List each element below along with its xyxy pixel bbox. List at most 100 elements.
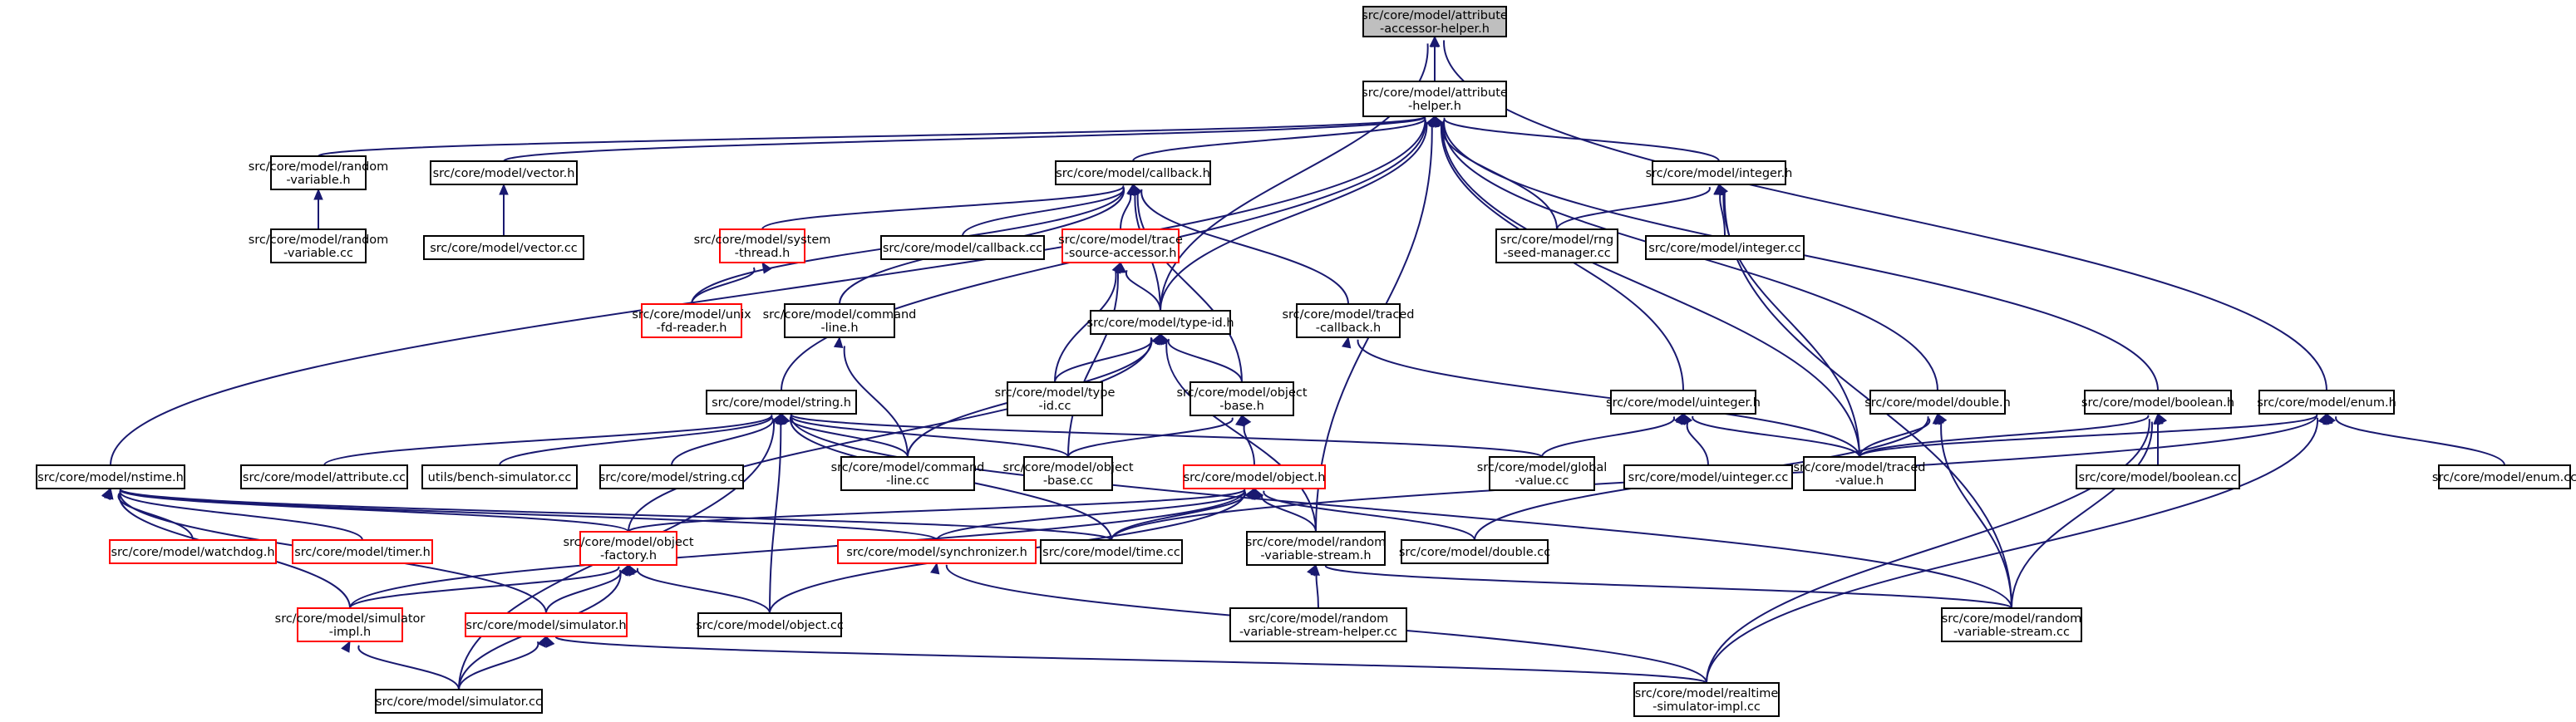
graph-node-randstreamcc[interactable]: src/core/model/random-variable-stream.cc bbox=[1941, 607, 2082, 642]
node-box[interactable] bbox=[270, 228, 367, 263]
node-box[interactable] bbox=[2076, 464, 2240, 489]
graph-node-integercc[interactable]: src/core/model/integer.cc bbox=[1645, 235, 1805, 260]
node-box[interactable] bbox=[109, 539, 277, 564]
node-box[interactable] bbox=[1023, 456, 1113, 491]
node-box[interactable] bbox=[1061, 228, 1180, 263]
node-box[interactable] bbox=[1941, 607, 2082, 642]
graph-node-randvarh[interactable]: src/core/model/random-variable.h bbox=[249, 155, 389, 190]
graph-node-nstimeh[interactable]: src/core/model/nstime.h bbox=[36, 464, 185, 489]
node-box[interactable] bbox=[1495, 228, 1618, 263]
node-box[interactable] bbox=[1803, 456, 1916, 491]
graph-node-timerh[interactable]: src/core/model/timer.h bbox=[292, 539, 433, 564]
graph-node-stringcc[interactable]: src/core/model/string.cc bbox=[599, 464, 745, 489]
graph-node-objectcc[interactable]: src/core/model/object.cc bbox=[696, 612, 844, 637]
node-box[interactable] bbox=[837, 539, 1037, 564]
graph-node-attrcc[interactable]: src/core/model/attribute.cc bbox=[240, 464, 408, 489]
graph-node-watchdog[interactable]: src/core/model/watchdog.h bbox=[109, 539, 277, 564]
graph-node-simulatorcc[interactable]: src/core/model/simulator.cc bbox=[375, 689, 543, 714]
graph-node-rngseed[interactable]: src/core/model/rng-seed-manager.cc bbox=[1495, 228, 1618, 263]
graph-node-booleancc[interactable]: src/core/model/boolean.cc bbox=[2076, 464, 2240, 489]
node-box[interactable] bbox=[2084, 390, 2232, 415]
graph-node-callbackcc[interactable]: src/core/model/callback.cc bbox=[880, 235, 1045, 260]
node-box[interactable] bbox=[430, 160, 578, 185]
graph-node-tracedvalue[interactable]: src/core/model/traced-value.h bbox=[1793, 456, 1926, 491]
graph-node-simulatorh[interactable]: src/core/model/simulator.h bbox=[465, 612, 628, 637]
node-box[interactable] bbox=[1362, 6, 1507, 37]
graph-node-timecc[interactable]: src/core/model/time.cc bbox=[1040, 539, 1183, 564]
graph-node-randstreamh[interactable]: src/core/model/random-variable-stream.h bbox=[1246, 531, 1387, 566]
graph-node-uintegercc[interactable]: src/core/model/uinteger.cc bbox=[1623, 464, 1793, 489]
graph-node-globalvalue[interactable]: src/core/model/global-value.cc bbox=[1477, 456, 1608, 491]
graph-node-cmdlinecc[interactable]: src/core/model/command-line.cc bbox=[831, 456, 985, 491]
node-box[interactable] bbox=[706, 390, 857, 415]
node-box[interactable] bbox=[1189, 381, 1294, 416]
node-box[interactable] bbox=[292, 539, 433, 564]
node-box[interactable] bbox=[1645, 235, 1805, 260]
graph-node-benchsim[interactable]: utils/bench-simulator.cc bbox=[421, 464, 578, 489]
graph-node-simimplh[interactable]: src/core/model/simulator-impl.h bbox=[275, 607, 426, 642]
node-box[interactable] bbox=[599, 464, 744, 489]
graph-node-objbaseh[interactable]: src/core/model/object-base.h bbox=[1176, 381, 1308, 416]
graph-node-booleanh[interactable]: src/core/model/boolean.h bbox=[2081, 390, 2234, 415]
node-box[interactable] bbox=[1040, 539, 1183, 564]
node-box[interactable] bbox=[880, 235, 1045, 260]
graph-node-doublecc[interactable]: src/core/model/double.cc bbox=[1399, 539, 1550, 564]
node-box[interactable] bbox=[1633, 682, 1780, 717]
graph-node-objfactory[interactable]: src/core/model/object-factory.h bbox=[563, 531, 694, 566]
graph-node-doubleh[interactable]: src/core/model/double.h bbox=[1864, 390, 2011, 415]
graph-node-tracedcb[interactable]: src/core/model/traced-callback.h bbox=[1282, 303, 1415, 338]
graph-node-typeidcc[interactable]: src/core/model/type-id.cc bbox=[995, 381, 1116, 416]
node-box[interactable] bbox=[1652, 160, 1786, 185]
graph-node-typeidh[interactable]: src/core/model/type-id.h bbox=[1086, 310, 1234, 335]
node-box[interactable] bbox=[840, 456, 975, 491]
node-box[interactable] bbox=[1610, 390, 1756, 415]
node-box[interactable] bbox=[1055, 160, 1211, 185]
node-box[interactable] bbox=[1362, 81, 1507, 117]
graph-node-uintegerh[interactable]: src/core/model/uinteger.h bbox=[1606, 390, 1761, 415]
graph-node-vectorcc[interactable]: src/core/model/vector.cc bbox=[423, 235, 584, 260]
node-box[interactable] bbox=[1183, 464, 1326, 489]
node-box[interactable] bbox=[1489, 456, 1595, 491]
node-box[interactable] bbox=[465, 612, 628, 637]
node-box[interactable] bbox=[1296, 303, 1401, 338]
node-box[interactable] bbox=[2258, 390, 2395, 415]
node-box[interactable] bbox=[270, 155, 367, 190]
node-box[interactable] bbox=[784, 303, 895, 338]
node-box[interactable] bbox=[579, 531, 677, 566]
graph-node-cmdlineh[interactable]: src/core/model/command-line.h bbox=[763, 303, 917, 338]
graph-node-tracesrc[interactable]: src/core/model/trace-source-accessor.h bbox=[1058, 228, 1183, 263]
node-box[interactable] bbox=[1090, 310, 1231, 335]
node-box[interactable] bbox=[1869, 390, 2006, 415]
node-box[interactable] bbox=[36, 464, 185, 489]
graph-node-systhread[interactable]: src/core/model/system-thread.h bbox=[694, 228, 831, 263]
graph-node-unixfd[interactable]: src/core/model/unix-fd-reader.h bbox=[632, 303, 751, 338]
node-box[interactable] bbox=[421, 464, 578, 489]
graph-node-realtimesim[interactable]: src/core/model/realtime-simulator-impl.c… bbox=[1633, 682, 1780, 717]
node-box[interactable] bbox=[1401, 539, 1549, 564]
graph-node-synchh[interactable]: src/core/model/synchronizer.h bbox=[837, 539, 1037, 564]
graph-node-randvarcc[interactable]: src/core/model/random-variable.cc bbox=[249, 228, 389, 263]
graph-node-randstreamhelper[interactable]: src/core/model/random-variable-stream-he… bbox=[1229, 607, 1407, 642]
node-box[interactable] bbox=[2438, 464, 2571, 489]
node-box[interactable] bbox=[1623, 464, 1793, 489]
node-box[interactable] bbox=[1229, 607, 1407, 642]
node-box[interactable] bbox=[1007, 381, 1103, 416]
graph-node-callbackh[interactable]: src/core/model/callback.h bbox=[1055, 160, 1211, 185]
graph-node-vectorh[interactable]: src/core/model/vector.h bbox=[430, 160, 578, 185]
graph-node-objbasecc[interactable]: src/core/model/object-base.cc bbox=[1002, 456, 1134, 491]
graph-node-enumh[interactable]: src/core/model/enum.h bbox=[2257, 390, 2396, 415]
node-box[interactable] bbox=[1246, 531, 1386, 566]
node-box[interactable] bbox=[719, 228, 805, 263]
graph-node-attrhelper[interactable]: src/core/model/attribute-helper.h bbox=[1362, 81, 1508, 117]
node-box[interactable] bbox=[423, 235, 584, 260]
graph-node-enumcc[interactable]: src/core/model/enum.cc bbox=[2432, 464, 2576, 489]
graph-node-root[interactable]: src/core/model/attribute-accessor-helper… bbox=[1362, 6, 1508, 37]
graph-node-stringh[interactable]: src/core/model/string.h bbox=[706, 390, 857, 415]
node-box[interactable] bbox=[240, 464, 408, 489]
graph-node-objecth[interactable]: src/core/model/object.h bbox=[1183, 464, 1326, 489]
node-box[interactable] bbox=[641, 303, 742, 338]
node-box[interactable] bbox=[697, 612, 842, 637]
graph-node-integerh[interactable]: src/core/model/integer.h bbox=[1646, 160, 1793, 185]
node-box[interactable] bbox=[297, 607, 403, 642]
node-box[interactable] bbox=[375, 689, 543, 714]
